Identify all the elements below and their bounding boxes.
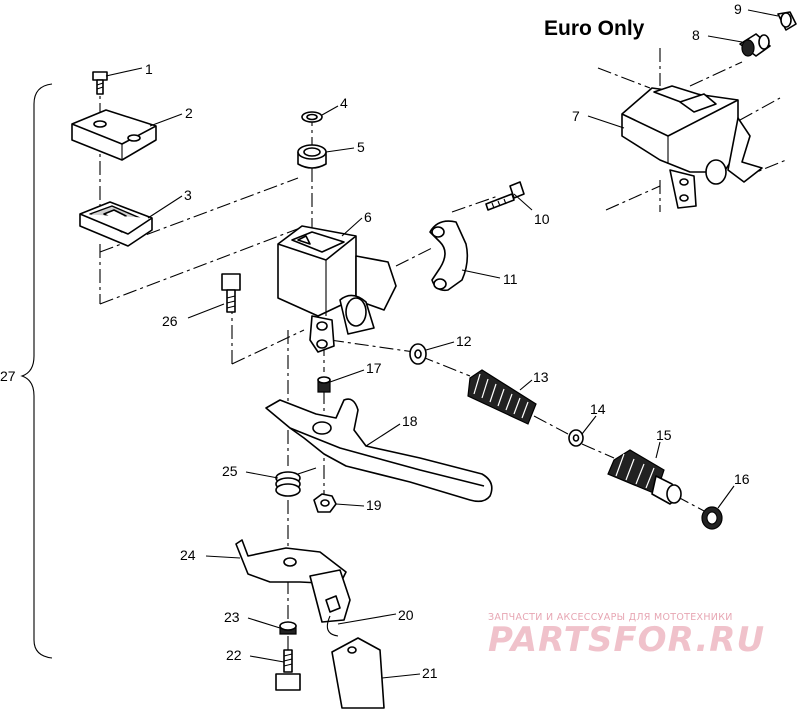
callout-13: 13 — [533, 369, 549, 385]
callout-12: 12 — [456, 333, 472, 349]
callout-18: 18 — [402, 413, 418, 429]
torsion-spring — [275, 467, 317, 497]
reservoir-diaphragm — [79, 201, 153, 247]
callout-15: 15 — [656, 427, 672, 443]
piston-assembly — [607, 449, 682, 505]
brake-lever — [265, 398, 493, 503]
callout-4: 4 — [340, 95, 348, 111]
switch-screw — [275, 649, 301, 691]
callout-7: 7 — [572, 108, 580, 124]
washer — [409, 343, 427, 365]
callout-19: 19 — [366, 497, 382, 513]
callout-21: 21 — [422, 665, 438, 681]
assembly-bracket — [20, 83, 53, 659]
callout-1: 1 — [145, 61, 153, 77]
callout-16: 16 — [734, 471, 750, 487]
euro-only-label: Euro Only — [544, 17, 645, 40]
clamp-bolt — [485, 181, 525, 211]
brake-switch — [309, 569, 351, 637]
callout-labels: 1 2 3 4 5 6 7 8 9 10 11 12 13 14 15 16 1… — [0, 1, 750, 681]
pivot-bolt — [221, 273, 241, 313]
callout-17: 17 — [366, 360, 382, 376]
master-cylinder — [277, 225, 397, 353]
callout-20: 20 — [398, 607, 414, 623]
handlebar-clamp — [429, 220, 469, 292]
callout-24: 24 — [180, 547, 196, 563]
euro-master-cylinder — [621, 85, 763, 209]
sleeve — [297, 144, 327, 169]
callout-23: 23 — [224, 609, 240, 625]
callout-10: 10 — [534, 211, 550, 227]
o-ring — [701, 506, 723, 530]
euro-bleeder-cap — [777, 11, 797, 31]
callout-25: 25 — [222, 463, 238, 479]
euro-fitting — [739, 33, 771, 57]
cap-screw — [92, 71, 108, 95]
o-ring-small — [301, 111, 323, 123]
watermark-caption: ЗАПЧАСТИ И АКСЕССУАРЫ ДЛЯ МОТОТЕХНИКИ — [488, 612, 733, 623]
callout-3: 3 — [184, 187, 192, 203]
callout-5: 5 — [357, 139, 365, 155]
callout-27: 27 — [0, 368, 16, 384]
callout-14: 14 — [590, 401, 606, 417]
bushing — [317, 376, 331, 393]
watermark-logo: PARTSFOR.RU — [488, 620, 766, 660]
rubber-boot — [467, 369, 537, 425]
callout-11: 11 — [503, 271, 518, 287]
service-tag — [331, 637, 385, 709]
reservoir-cover — [71, 109, 157, 161]
lever-nut — [313, 493, 337, 513]
callout-22: 22 — [226, 647, 242, 663]
watermark: ЗАПЧАСТИ И АКСЕССУАРЫ ДЛЯ МОТОТЕХНИКИ PA… — [488, 612, 788, 660]
callout-9: 9 — [734, 1, 742, 17]
callout-6: 6 — [364, 209, 372, 225]
lock-washer — [279, 621, 297, 635]
small-washer — [568, 429, 584, 447]
callout-8: 8 — [692, 27, 700, 43]
callout-2: 2 — [185, 105, 193, 121]
callout-26: 26 — [162, 313, 178, 329]
switch-bracket — [235, 539, 347, 585]
callout-leaders — [105, 9, 779, 679]
